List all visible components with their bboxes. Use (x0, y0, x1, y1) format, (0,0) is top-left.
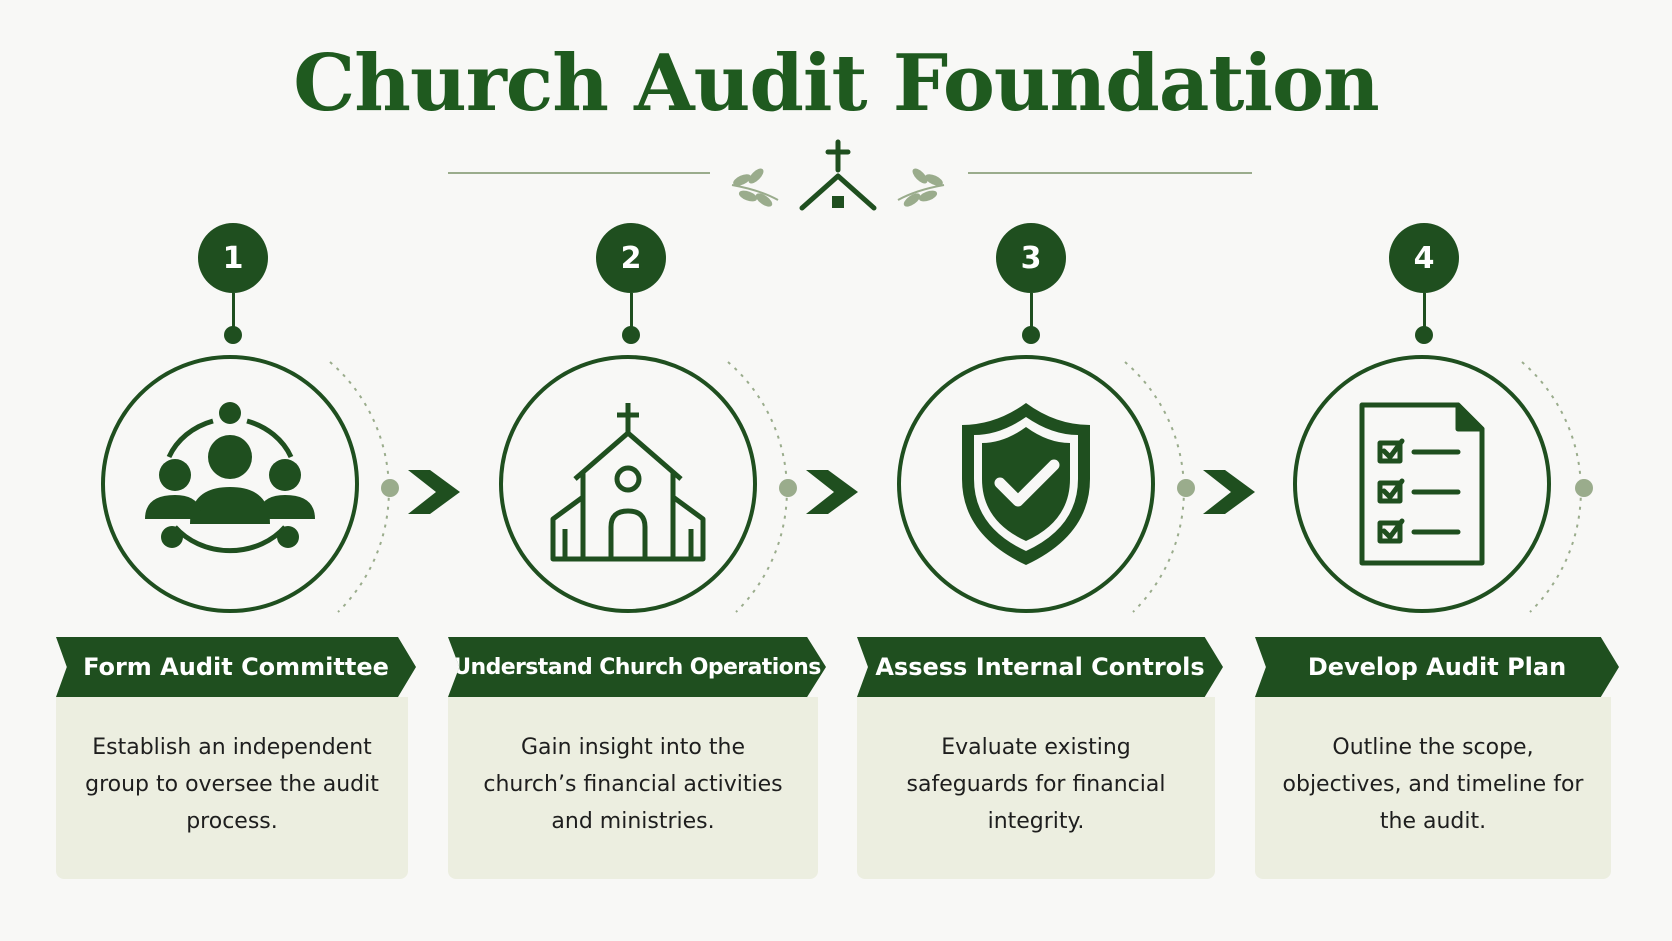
step-description-card: Outline the scope, objectives, and timel… (1255, 697, 1611, 879)
step-number-badge: 2 (596, 223, 666, 293)
people-network-icon (145, 402, 315, 554)
arrow-chevron-icon (1203, 470, 1255, 514)
step-icon-circle (101, 355, 359, 613)
step-3: 3 Assess Internal Controls Evaluate exis… (0, 0, 1223, 941)
step-description-card: Establish an independent group to overse… (56, 697, 408, 879)
dotted-arc-decoration (727, 361, 797, 613)
dotted-arc-decoration (1521, 361, 1593, 613)
connector-dot (224, 326, 242, 344)
step-icon-circle (897, 355, 1155, 613)
connector-line (1030, 293, 1033, 333)
step-number-badge: 3 (996, 223, 1066, 293)
dotted-arc-decoration (1124, 361, 1195, 613)
arrow-chevron-icon (806, 470, 858, 514)
checklist-document-icon (1359, 402, 1485, 566)
step-number-badge: 4 (1389, 223, 1459, 293)
step-2: 2 Understand Church Operations Gain insi… (0, 0, 826, 941)
connector-dot (622, 326, 640, 344)
connector-line (630, 293, 633, 333)
title-divider (448, 139, 1252, 211)
connector-line (1423, 293, 1426, 333)
church-building-icon (550, 403, 706, 562)
step-heading-banner: Form Audit Committee (56, 637, 416, 697)
step-4: 4 Develop Audit Plan Outline the scope, … (0, 0, 1619, 941)
dotted-arc-decoration (329, 361, 399, 613)
step-1: 1 Form Audit Committee Establish an inde… (0, 0, 416, 941)
step-description-card: Evaluate existing safeguards for financi… (857, 697, 1215, 879)
connector-dot (1022, 326, 1040, 344)
laurel-right-icon (897, 168, 945, 207)
step-icon-circle (1293, 355, 1551, 613)
connector-line (232, 293, 235, 333)
shield-check-icon (962, 403, 1090, 565)
step-heading-banner: Develop Audit Plan (1255, 637, 1619, 697)
church-icon (799, 139, 877, 211)
connector-dot (1415, 326, 1433, 344)
step-heading-banner: Understand Church Operations (448, 637, 826, 697)
step-icon-circle (499, 355, 757, 613)
step-number-badge: 1 (198, 223, 268, 293)
step-description-card: Gain insight into the church’s financial… (448, 697, 818, 879)
laurel-left-icon (731, 168, 779, 207)
step-heading-banner: Assess Internal Controls (857, 637, 1223, 697)
page-title: Church Audit Foundation (293, 38, 1380, 129)
arrow-chevron-icon (408, 470, 460, 514)
